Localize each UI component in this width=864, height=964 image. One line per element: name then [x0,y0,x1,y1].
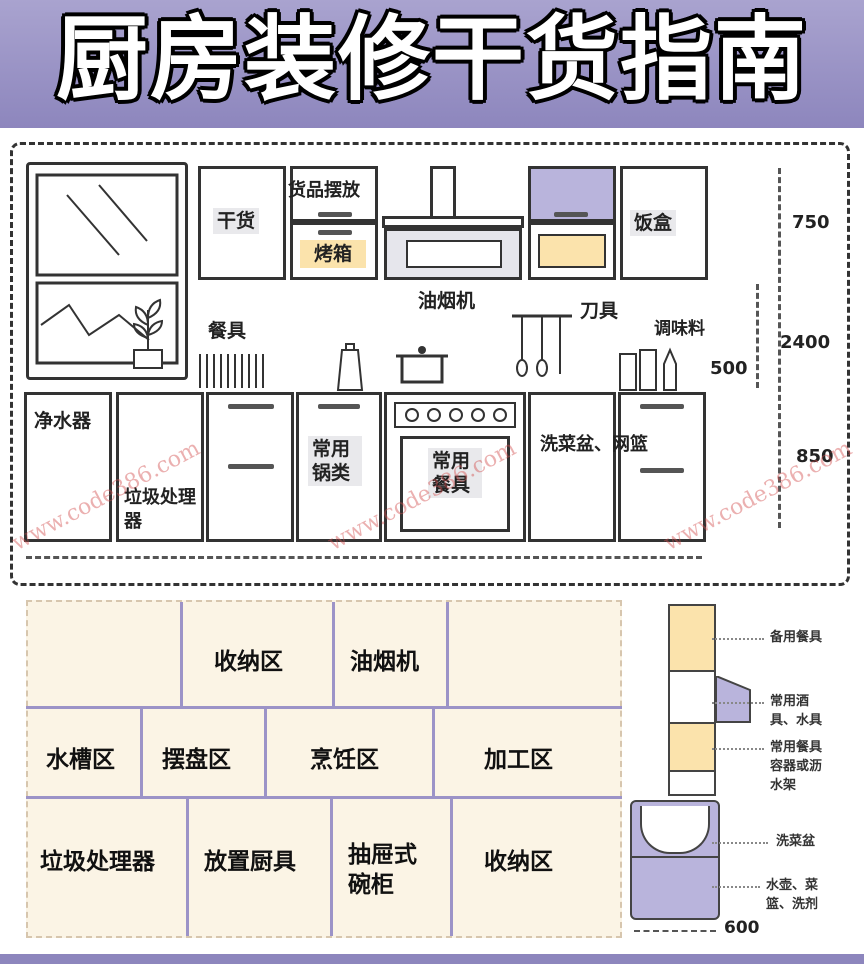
zone-plating-area: 摆盘区 [162,747,231,773]
label-water-purifier: 净水器 [34,410,92,432]
leader-line [712,748,764,750]
label-garbage-disposer: 垃圾处理器 [124,487,196,532]
zone-divider [446,602,449,706]
handle [228,404,274,409]
handle [228,464,274,469]
label-seasoning: 调味料 [654,319,705,339]
zone-divider [180,602,183,706]
elevation-frame [10,142,850,586]
handle [318,212,352,217]
cabinet-garbage-disposer [116,392,204,542]
zone-storage-top: 收纳区 [214,649,283,675]
zone-divider [186,798,189,936]
cabinet-basket [618,392,706,542]
zone-range-hood: 油烟机 [350,649,419,675]
side-kettle-basket: 水壶、菜篮、洗剂 [766,878,819,912]
label-knives: 刀具 [580,300,619,322]
bottom-dimension-line [26,556,702,559]
page-title: 厨房装修干货指南 [55,6,808,113]
side-upper-tail [668,772,716,796]
zone-divider [140,708,143,796]
handle [640,404,684,409]
zone-storage-bottom: 收纳区 [484,849,553,875]
dim-500: 500 [710,358,748,379]
leader-line [712,886,760,888]
side-sink-basin [640,806,710,854]
bottles-icon [618,342,688,392]
footer-bar [0,954,864,964]
label-oven: 烤箱 [300,240,367,268]
side-lower-divider [630,856,720,858]
zone-divider [26,706,622,709]
dim-2400: 2400 [780,332,831,353]
label-sink-basket: 洗菜盆、网篮 [540,434,648,455]
handle [554,212,588,217]
leader-line [712,702,764,704]
side-width: 600 [724,918,760,938]
side-spare-tableware: 备用餐具 [770,630,823,645]
dim-750: 750 [792,212,830,233]
oven-door [400,436,510,532]
dim-line-total [778,168,781,528]
cabinet-water-purifier [24,392,112,542]
cabinet-sink [528,392,616,542]
zone-cookware: 放置厨具 [204,849,296,875]
range-hood-top [382,216,524,228]
side-upper-bottom [668,724,716,772]
side-width-line [634,930,716,932]
label-dry-goods: 干货 [213,208,260,234]
stove-knobs [394,402,516,428]
zone-divider [330,798,333,936]
dish-rack-icon [196,350,268,390]
plant-icon [128,290,168,370]
zone-drawer-cabinet: 抽屉式碗柜 [348,842,417,898]
zone-sink-area: 水槽区 [46,747,115,773]
side-sink: 洗菜盆 [776,834,816,849]
range-hood-chimney [430,166,456,218]
label-lunch-box: 饭盒 [630,210,677,236]
header-banner [0,0,864,128]
zone-divider [432,708,435,796]
zone-divider [264,708,267,796]
side-common-wine-water: 常用酒具、水具 [770,694,823,728]
zone-divider [450,798,453,936]
kettle-icon [330,340,370,392]
handle [318,230,352,235]
window-svg [35,173,179,365]
label-range-hood: 油烟机 [418,290,476,312]
zone-divider [332,602,335,706]
zone-divider [26,796,622,799]
zone-cooking-area: 烹饪区 [310,747,379,773]
leader-line [712,842,768,844]
side-upper-top [668,604,716,672]
leader-line [712,638,764,640]
label-common-pots: 常用锅类 [308,436,362,486]
zone-prep-area: 加工区 [484,747,553,773]
side-upper-mid [668,672,716,724]
label-common-tableware: 常用餐具 [428,448,482,498]
label-tableware: 餐具 [208,320,247,342]
utensils-icon [512,312,572,378]
handle [318,404,360,409]
side-common-tableware-rack: 常用餐具容器或沥水架 [770,740,823,793]
side-shelf-wedge [715,674,756,724]
dim-line-500 [756,284,759,388]
zone-map [26,600,622,938]
zone-garbage-disposer: 垃圾处理器 [40,849,155,875]
window [26,162,188,380]
range-hood-panel [406,240,502,268]
yellow-panel [538,234,606,268]
handle [640,468,684,473]
dim-850: 850 [796,446,834,467]
label-goods-placement: 货品摆放 [288,180,360,201]
pot-icon [394,344,450,390]
